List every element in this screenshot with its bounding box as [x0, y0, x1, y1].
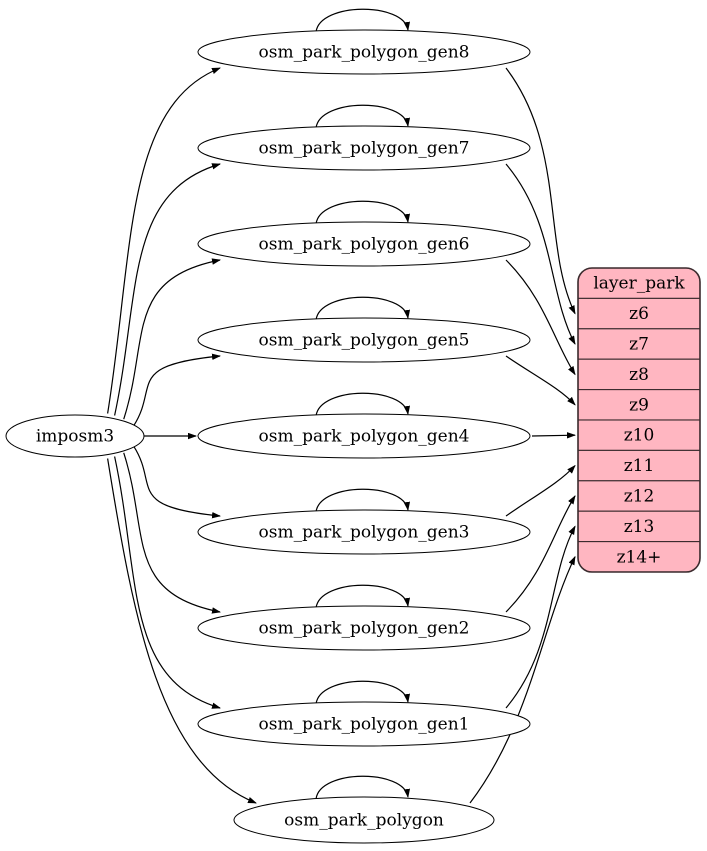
layer-table-row-z7[interactable] — [578, 328, 700, 360]
layer-table-row-label: z11 — [624, 456, 655, 476]
node-label-gen8: osm_park_polygon_gen8 — [259, 43, 470, 63]
edge-imposm3-to-gen3 — [133, 445, 221, 519]
layer-table-row-z14+[interactable] — [578, 541, 700, 572]
layer-table-row-label: z14+ — [617, 547, 662, 567]
edge-gen5-to-z9 — [505, 355, 576, 406]
node-ellipse-gen8[interactable] — [197, 29, 531, 75]
node-gen6[interactable]: osm_park_polygon_gen6 — [197, 221, 531, 267]
edge-gen3-to-z11 — [505, 464, 576, 517]
edge-imposm3-to-gen5 — [133, 353, 221, 427]
layer-table-row-label: z13 — [624, 517, 655, 537]
process-nodes: osm_park_polygon_gen8 osm_park_polygon_ge… — [197, 29, 531, 844]
node-gen7[interactable]: osm_park_polygon_gen7 — [197, 125, 531, 171]
self-loop-gen4 — [315, 392, 411, 417]
node-ellipse-gen7[interactable] — [197, 125, 531, 171]
edge-imposm3-to-gen1 — [114, 456, 221, 709]
node-gen2[interactable]: osm_park_polygon_gen2 — [197, 605, 531, 651]
node-gen3[interactable]: osm_park_polygon_gen3 — [197, 509, 531, 555]
node-label-gen4: osm_park_polygon_gen4 — [259, 427, 470, 447]
node-ellipse-base[interactable] — [233, 796, 495, 844]
edge-imposm3-to-base — [107, 458, 257, 804]
node-ellipse-gen1[interactable] — [197, 701, 531, 747]
self-loop-gen5 — [315, 296, 411, 321]
node-label-gen2: osm_park_polygon_gen2 — [259, 619, 470, 639]
source-node-group: imposm3 — [5, 414, 145, 458]
node-base[interactable]: osm_park_polygon — [233, 796, 495, 844]
layer-table-header-label: layer_park — [593, 274, 685, 294]
edges-from-imposm3 — [107, 67, 257, 804]
self-loop-gen6 — [315, 200, 411, 225]
edge-gen1-to-z13 — [505, 525, 576, 709]
edge-gen4-to-z10 — [531, 432, 576, 439]
node-label-imposm3: imposm3 — [36, 427, 114, 447]
edge-gen7-to-z7 — [505, 163, 576, 345]
self-loop-gen8 — [315, 8, 411, 33]
edge-gen2-to-z12 — [505, 495, 576, 613]
edge-gen8-to-z6 — [505, 67, 576, 315]
node-label-gen7: osm_park_polygon_gen7 — [259, 139, 470, 159]
node-ellipse-gen2[interactable] — [197, 605, 531, 651]
layer-table-row-z12[interactable] — [578, 480, 700, 512]
edge-imposm3-to-gen7 — [114, 163, 221, 416]
node-imposm3[interactable]: imposm3 — [5, 414, 145, 458]
node-label-gen1: osm_park_polygon_gen1 — [259, 715, 470, 735]
node-gen4[interactable]: osm_park_polygon_gen4 — [197, 413, 531, 459]
edge-imposm3-to-gen8 — [107, 67, 221, 414]
node-ellipse-imposm3[interactable] — [5, 414, 145, 458]
edge-base-to-z14+ — [469, 555, 576, 804]
edges-to-layer-table — [469, 67, 576, 804]
node-ellipse-gen4[interactable] — [197, 413, 531, 459]
self-loop-gen1 — [315, 680, 411, 705]
layer-table-row-label: z7 — [629, 335, 649, 355]
layer-park-table: layer_park z6 z7 z8 z9 z10 z11 z12 z13 z14+ — [577, 267, 701, 573]
layer-table-row-label: z10 — [624, 426, 655, 446]
node-ellipse-gen5[interactable] — [197, 317, 531, 363]
self-loop-gen7 — [315, 104, 411, 129]
node-gen1[interactable]: osm_park_polygon_gen1 — [197, 701, 531, 747]
edge-imposm3-to-gen6 — [123, 258, 221, 420]
node-gen8[interactable]: osm_park_polygon_gen8 — [197, 29, 531, 75]
self-loop-base — [315, 775, 411, 800]
layer-table-row-label: z12 — [624, 487, 655, 507]
layer-table-row-z9[interactable] — [578, 389, 700, 421]
node-ellipse-gen3[interactable] — [197, 509, 531, 555]
layer-table-outline — [577, 267, 701, 573]
layer-table-row-label: z6 — [629, 304, 649, 324]
self-loop-gen2 — [315, 584, 411, 609]
node-label-gen3: osm_park_polygon_gen3 — [259, 523, 470, 543]
edge-gen6-to-z8 — [505, 259, 576, 376]
node-gen5[interactable]: osm_park_polygon_gen5 — [197, 317, 531, 363]
layer-table-row-label: z8 — [629, 365, 649, 385]
layer-table-row-z13[interactable] — [578, 510, 700, 543]
layer-table-row-z11[interactable] — [578, 449, 700, 482]
self-loop-edges — [315, 8, 411, 800]
node-label-base: osm_park_polygon — [284, 811, 444, 831]
edge-imposm3-to-gen2 — [123, 452, 221, 614]
node-ellipse-gen6[interactable] — [197, 221, 531, 267]
node-label-gen5: osm_park_polygon_gen5 — [259, 331, 470, 351]
node-label-gen6: osm_park_polygon_gen6 — [259, 235, 470, 255]
self-loop-gen3 — [315, 488, 411, 513]
layer-table-row-z10[interactable] — [578, 419, 700, 451]
layer-table-row-label: z9 — [629, 395, 649, 415]
